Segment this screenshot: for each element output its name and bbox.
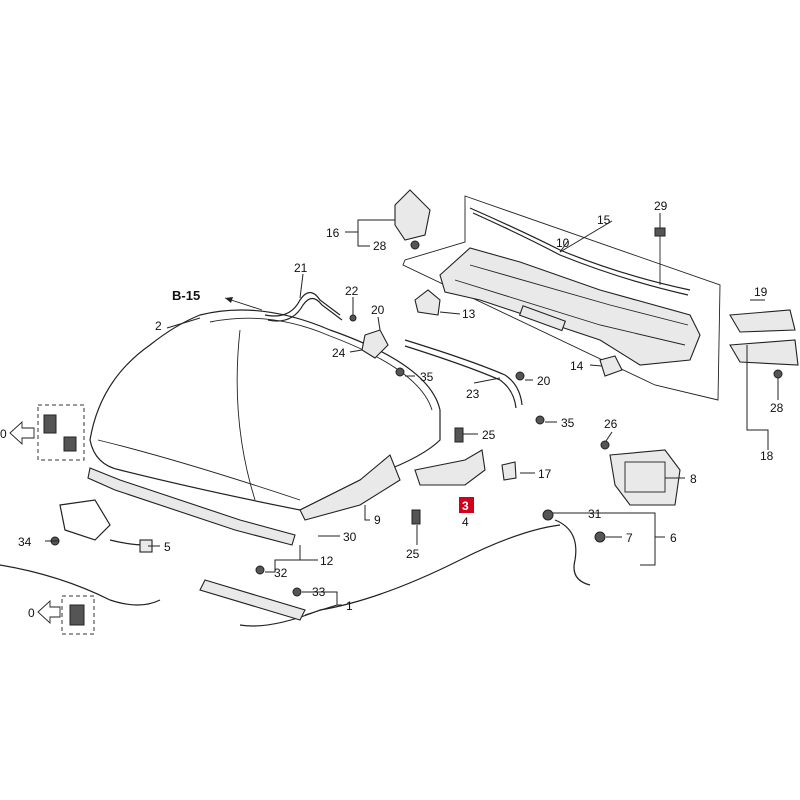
label-29: 29 xyxy=(654,199,668,213)
hood-panel xyxy=(89,309,441,521)
inset-arrow-top xyxy=(9,420,35,446)
label-17: 17 xyxy=(538,467,552,481)
nozzle-24 xyxy=(349,314,389,359)
label-28-top: 28 xyxy=(373,239,387,253)
label-19: 19 xyxy=(754,285,768,299)
label-33: 33 xyxy=(312,585,326,599)
label-25-bottom: 25 xyxy=(406,547,420,561)
clip-20-right xyxy=(515,371,525,381)
cowl-panel-ridge xyxy=(454,279,686,346)
label-21: 21 xyxy=(294,261,308,275)
weatherstrip-edge xyxy=(472,212,689,296)
label-35-right: 35 xyxy=(561,416,575,430)
inset-arrow-bottom xyxy=(37,599,61,625)
screw-35-left xyxy=(395,367,405,377)
latch-5-body xyxy=(59,499,111,541)
label-left-top: 0 xyxy=(0,427,7,441)
weatherstrip xyxy=(469,207,691,291)
label-2: 2 xyxy=(155,319,162,333)
label-7: 7 xyxy=(626,531,633,545)
label-22: 22 xyxy=(345,284,359,298)
label-25-top: 25 xyxy=(482,428,496,442)
label-12: 12 xyxy=(320,554,334,568)
clip-29 xyxy=(654,227,666,285)
cowl-assembly-group xyxy=(402,195,721,401)
inset-part-b xyxy=(63,436,77,452)
clip-7 xyxy=(594,531,606,543)
label-1: 1 xyxy=(346,599,353,613)
hinge-4 xyxy=(411,427,486,525)
cowl-assembly-outline xyxy=(402,195,721,401)
label-26: 26 xyxy=(604,417,618,431)
label-10: 10 xyxy=(556,236,570,250)
label-31: 31 xyxy=(588,507,602,521)
label-34: 34 xyxy=(18,535,32,549)
inset-part-a xyxy=(43,414,57,434)
label-18: 18 xyxy=(760,449,774,463)
washer-hose-21 xyxy=(264,291,341,317)
label-28-right: 28 xyxy=(770,401,784,415)
cowl-side-cap-right xyxy=(599,355,623,377)
washer-hose-21-outer xyxy=(267,297,343,322)
cowl-top-panel xyxy=(439,247,701,366)
bumper-17 xyxy=(501,461,517,481)
label-8: 8 xyxy=(690,472,697,486)
cowl-panel-ridge-2 xyxy=(469,264,689,326)
bracket-18 xyxy=(729,339,799,379)
cowl-grille-slot xyxy=(518,305,567,332)
bracket-16 xyxy=(394,189,431,250)
label-5: 5 xyxy=(164,540,171,554)
label-14: 14 xyxy=(570,359,584,373)
label-15: 15 xyxy=(597,213,611,227)
latch-cable xyxy=(0,564,161,606)
label-23: 23 xyxy=(466,387,480,401)
label-left-bottom: 0 xyxy=(28,606,35,620)
b15-arrow-head xyxy=(225,297,233,303)
label-24: 24 xyxy=(332,346,346,360)
label-30: 30 xyxy=(343,530,357,544)
bracket-19 xyxy=(729,309,796,333)
highlight-label-3: 3 xyxy=(462,499,469,513)
ref-label-b15: B-15 xyxy=(172,288,200,303)
label-35-left: 35 xyxy=(420,370,434,384)
label-20-right: 20 xyxy=(537,374,551,388)
label-16: 16 xyxy=(326,226,340,240)
cowl-side-cap-left xyxy=(414,289,441,316)
washer-hose-23 xyxy=(404,339,523,406)
label-20-top: 20 xyxy=(371,303,385,317)
label-13: 13 xyxy=(462,307,476,321)
highlight-badge xyxy=(459,497,474,513)
grommet-31 xyxy=(542,509,554,521)
screw-35-right xyxy=(535,415,545,425)
front-molding-12 xyxy=(87,467,296,546)
inset-part-c xyxy=(69,604,85,626)
grille-strip-1 xyxy=(199,579,306,621)
clip-32 xyxy=(255,565,265,575)
clip-33 xyxy=(292,587,302,597)
latch-8 xyxy=(600,440,681,506)
inset-box-top xyxy=(37,404,85,461)
label-4: 4 xyxy=(462,515,469,529)
label-6: 6 xyxy=(670,531,677,545)
label-9: 9 xyxy=(374,513,381,527)
label-32: 32 xyxy=(274,566,288,580)
inset-box-bottom xyxy=(61,595,95,635)
release-cable-6-end xyxy=(554,519,591,586)
leader-lines xyxy=(45,213,779,616)
release-cable-6 xyxy=(239,524,561,627)
